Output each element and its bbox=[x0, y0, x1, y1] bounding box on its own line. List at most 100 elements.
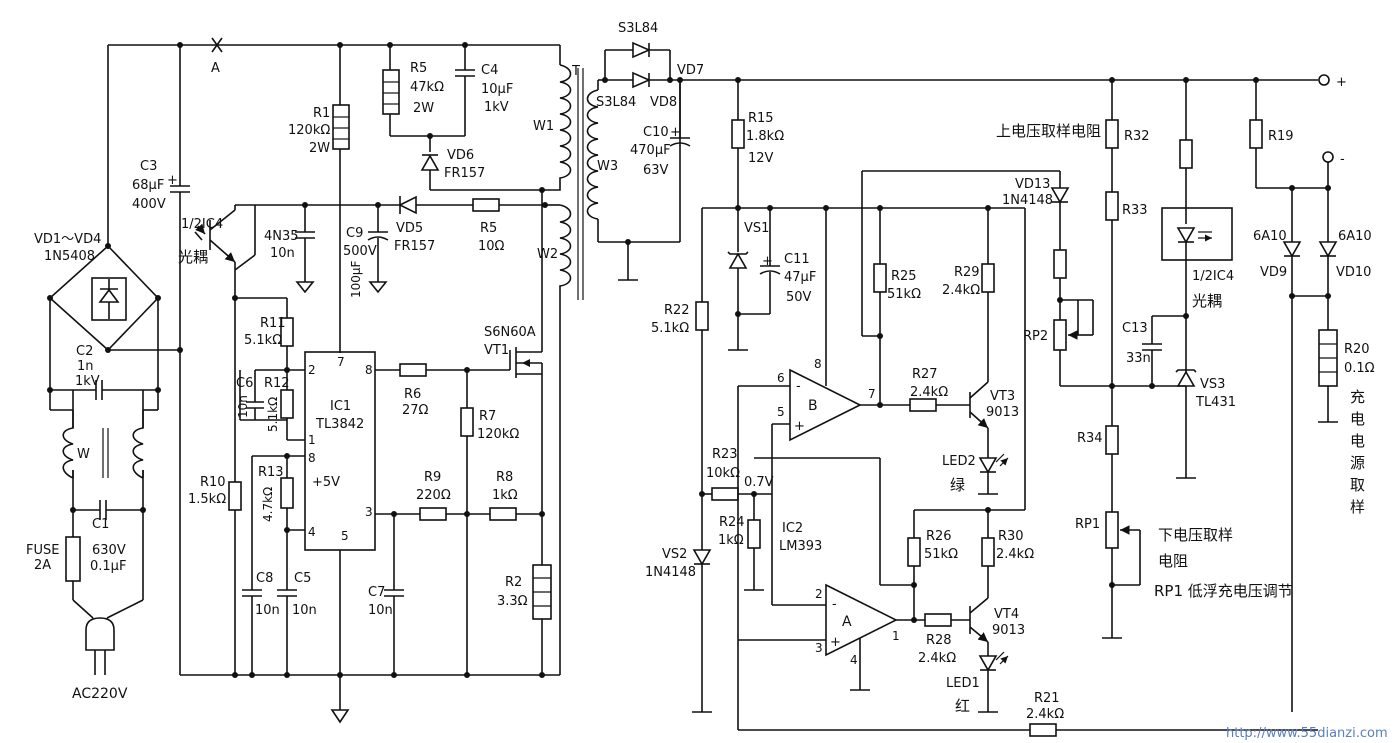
vt4-part: 9013 bbox=[992, 623, 1025, 638]
primary-section: A R1 120kΩ 2W R5 47kΩ 2W C4 10μF 1kV bbox=[108, 37, 618, 724]
c9-capacitance: 100μF bbox=[349, 260, 363, 298]
r27-symbol bbox=[909, 398, 937, 412]
sample-char-3: 电 bbox=[1350, 432, 1365, 450]
ic2-name: IC2 bbox=[782, 521, 803, 536]
transistor-vt3 bbox=[969, 381, 989, 429]
c11-capacitance: 47μF bbox=[784, 270, 816, 285]
r8-name: R8 bbox=[496, 470, 513, 485]
r32-name: R32 bbox=[1124, 129, 1150, 144]
opto-right-box bbox=[1161, 207, 1233, 261]
svg-text:+: + bbox=[167, 173, 178, 188]
sample-char-5: 取 bbox=[1350, 476, 1365, 494]
comp-b-pin-5: 5 bbox=[777, 405, 785, 419]
r22-symbol bbox=[695, 301, 709, 331]
vs2-part: 1N4148 bbox=[645, 565, 696, 580]
svg-text:-: - bbox=[796, 379, 801, 394]
vt3-part: 9013 bbox=[986, 405, 1019, 420]
transformer-name: T bbox=[571, 64, 580, 79]
optocoupler-left bbox=[195, 205, 256, 298]
ic2-part: LM393 bbox=[779, 539, 822, 554]
input-section: AC220V FUSE 2A C1 630V 0.1μF W bbox=[26, 42, 190, 702]
opto-right-name: 1/2IC4 bbox=[1192, 269, 1234, 284]
r34-symbol bbox=[1105, 425, 1119, 455]
ac-plug bbox=[72, 599, 144, 675]
opto-left-name: 1/2IC4 bbox=[181, 217, 223, 232]
vd13-name: VD13 bbox=[1015, 177, 1050, 192]
vd6-name: VD6 bbox=[447, 148, 474, 163]
ac-input-label: AC220V bbox=[72, 686, 128, 702]
vd6-part: FR157 bbox=[444, 166, 485, 181]
r2-value: 3.3Ω bbox=[497, 594, 528, 609]
vd13-part: 1N4148 bbox=[1002, 193, 1053, 208]
vd9-name: VD9 bbox=[1260, 265, 1287, 280]
svg-text:+: + bbox=[794, 419, 805, 434]
r5a-value: 47kΩ bbox=[410, 80, 444, 95]
c4-capacitance: 10μF bbox=[481, 82, 513, 97]
r20-name: R20 bbox=[1344, 342, 1370, 357]
c3-name: C3 bbox=[140, 159, 157, 174]
c7-value: 10n bbox=[368, 603, 393, 618]
vt1-part: S6N60A bbox=[484, 325, 536, 340]
winding-w1: W1 bbox=[533, 119, 554, 134]
bridge-label: VD1～VD4 bbox=[34, 232, 101, 247]
c-4n35-name: 4N35 bbox=[264, 229, 299, 244]
c1-name: C1 bbox=[92, 517, 109, 532]
svg-text:+: + bbox=[830, 635, 841, 650]
r30-value: 2.4kΩ bbox=[996, 547, 1034, 562]
fuse-label: FUSE bbox=[26, 543, 59, 558]
sample-char-2: 电 bbox=[1350, 410, 1365, 428]
vt3-name: VT3 bbox=[990, 389, 1015, 404]
led1-name: LED1 bbox=[946, 676, 980, 691]
sample-char-1: 充 bbox=[1350, 388, 1365, 406]
c9-voltage: 500V bbox=[343, 244, 377, 259]
c5-value: 10n bbox=[292, 603, 317, 618]
r12-symbol bbox=[280, 389, 294, 419]
transistor-vt4 bbox=[969, 597, 989, 643]
r10-symbol bbox=[228, 481, 242, 511]
r21-symbol bbox=[1029, 723, 1057, 737]
r31-symbol bbox=[1179, 139, 1193, 169]
winding-w3: W3 bbox=[597, 159, 618, 174]
r15-name: R15 bbox=[748, 111, 774, 126]
c2-voltage: 1kV bbox=[75, 374, 100, 389]
svg-text:+: + bbox=[762, 254, 773, 269]
r6-value: 27Ω bbox=[402, 403, 429, 418]
opto-left-label: 光耦 bbox=[178, 248, 208, 266]
sample-char-6: 样 bbox=[1350, 498, 1365, 516]
r8-symbol bbox=[489, 507, 517, 521]
vt1-name: VT1 bbox=[484, 343, 509, 358]
vd8-name: VD8 bbox=[650, 95, 677, 110]
r10-name: R10 bbox=[200, 475, 226, 490]
r26-value: 51kΩ bbox=[924, 547, 958, 562]
r7-name: R7 bbox=[479, 409, 496, 424]
r21-name: R21 bbox=[1034, 691, 1060, 706]
ic1-pin-8: 8 bbox=[308, 451, 316, 465]
c-4n35-value: 10n bbox=[270, 246, 295, 261]
rp1-symbol bbox=[1105, 511, 1119, 549]
c4-name: C4 bbox=[481, 63, 498, 78]
bridge-part: 1N5408 bbox=[44, 249, 95, 264]
r7-symbol bbox=[460, 407, 474, 437]
vd5-name: VD5 bbox=[396, 221, 423, 236]
led2-name: LED2 bbox=[942, 454, 976, 469]
comp-a-pin-3: 3 bbox=[815, 641, 823, 655]
c11-name: C11 bbox=[784, 252, 810, 267]
r23-voltage: 0.7V bbox=[744, 475, 774, 490]
c8-value: 10n bbox=[255, 603, 280, 618]
c1-voltage: 630V bbox=[92, 543, 126, 558]
choke-label: W bbox=[77, 447, 90, 462]
ic1-name: IC1 bbox=[330, 399, 351, 414]
r5b-name: R5 bbox=[480, 221, 497, 236]
r26-symbol bbox=[907, 537, 921, 567]
r1-name: R1 bbox=[313, 106, 330, 121]
ic1-pin-7: 7 bbox=[337, 355, 345, 369]
lower-sample-line3: RP1 低浮充电压调节 bbox=[1154, 582, 1293, 600]
r27-name: R27 bbox=[912, 367, 938, 382]
r19-symbol bbox=[1249, 119, 1263, 149]
r25-name: R25 bbox=[891, 269, 917, 284]
r34-name: R34 bbox=[1077, 431, 1103, 446]
sample-char-4: 源 bbox=[1350, 454, 1365, 472]
r28-value: 2.4kΩ bbox=[918, 651, 956, 666]
c11-voltage: 50V bbox=[786, 290, 812, 305]
comp-a-pin-4: 4 bbox=[850, 653, 858, 667]
